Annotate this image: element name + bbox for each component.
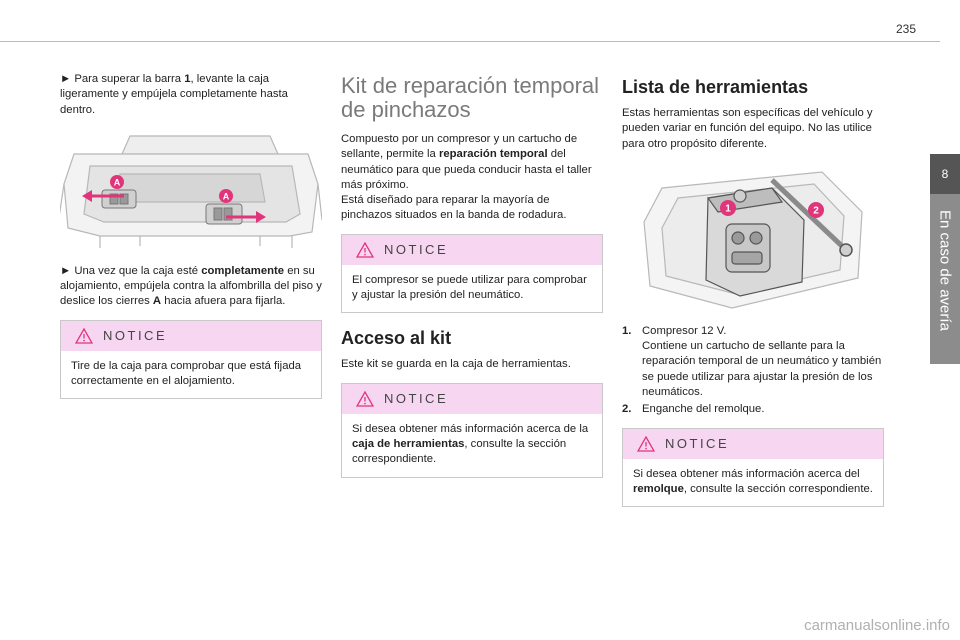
notice-text: Tire de la caja para comprobar que está … (71, 359, 302, 388)
side-tab-title: En caso de avería (936, 210, 954, 331)
top-rule (0, 41, 940, 42)
warning-triangle-icon (75, 327, 93, 344)
item-description: Contiene un cartucho de sellante para la… (642, 340, 882, 399)
warning-triangle-icon (637, 435, 655, 452)
column-1: ► Para superar la barra 1, levante la ca… (60, 72, 322, 407)
notice-header: NOTICE (623, 428, 883, 459)
notice-title: NOTICE (103, 328, 168, 344)
box-latches-illustration: A A (60, 135, 322, 248)
notice-text: Si desea obtener más información acerca … (352, 422, 589, 466)
arrow-right (226, 210, 266, 223)
item-number: 1. (622, 324, 632, 337)
callout-label: 1 (725, 203, 731, 214)
notice-header: NOTICE (61, 320, 321, 351)
notice-box: NOTICE Si desea obtener más información … (622, 427, 884, 508)
notice-header: NOTICE (342, 234, 602, 265)
intro-paragraph: Estas herramientas son específicas del v… (622, 107, 873, 150)
list-item: 2. Enganche del remolque. (622, 402, 884, 417)
item-title: Compresor 12 V. (642, 324, 727, 337)
section-heading: Lista de herramientas (622, 77, 809, 97)
callout-2 (808, 201, 824, 218)
arrow-left (82, 189, 124, 202)
notice-title: NOTICE (665, 436, 730, 452)
column-3: Lista de herramientas Estas herramientas… (622, 72, 884, 515)
notice-box: NOTICE Tire de la caja para comprobar qu… (60, 319, 322, 400)
notice-title: NOTICE (384, 391, 449, 407)
tow-eye (770, 178, 853, 257)
item-number: 2. (622, 403, 632, 416)
intro-paragraph: Compuesto por un compresor y un cartucho… (341, 133, 592, 222)
warning-triangle-icon (356, 390, 374, 407)
warning-triangle-icon (356, 241, 374, 258)
callout-1 (720, 199, 736, 216)
access-paragraph: Este kit se guarda en la caja de herrami… (341, 358, 571, 371)
notice-box: NOTICE Si desea obtener más información … (341, 382, 603, 478)
subsection-heading: Acceso al kit (341, 328, 452, 349)
notice-title: NOTICE (384, 242, 449, 258)
notice-text: Si desea obtener más información acerca … (633, 467, 873, 495)
latch-right (205, 203, 243, 225)
item-title: Enganche del remolque. (642, 403, 765, 416)
callout-a-left (110, 174, 124, 189)
side-tab-number: 8 (930, 154, 960, 194)
latch-left (101, 189, 137, 209)
toolbox-illustration: 1 2 (643, 171, 863, 309)
watermark-footer[interactable]: carmanualsonline.info (804, 617, 950, 634)
page-number: 235 (895, 22, 916, 36)
callout-a-label: A (114, 177, 121, 187)
notice-text: El compresor se puede utilizar para comp… (352, 273, 587, 302)
notice-box: NOTICE El compresor se puede utilizar pa… (341, 233, 603, 314)
callout-label: 2 (813, 205, 819, 216)
step-paragraph: ► Una vez que la caja esté completamente… (60, 264, 322, 308)
callout-a-label: A (223, 191, 230, 201)
notice-header: NOTICE (342, 383, 602, 414)
callout-a-right (219, 188, 233, 203)
section-heading: Kit de reparación temporal de pinchazos (341, 73, 600, 122)
tools-list: 1. Compresor 12 V. Contiene un cartucho d… (622, 324, 884, 418)
step-paragraph: ► Para superar la barra 1, levante la ca… (60, 73, 288, 116)
list-item: 1. Compresor 12 V. Contiene un cartucho d… (622, 324, 884, 400)
column-2: Kit de reparación temporal de pinchazos … (341, 72, 603, 486)
